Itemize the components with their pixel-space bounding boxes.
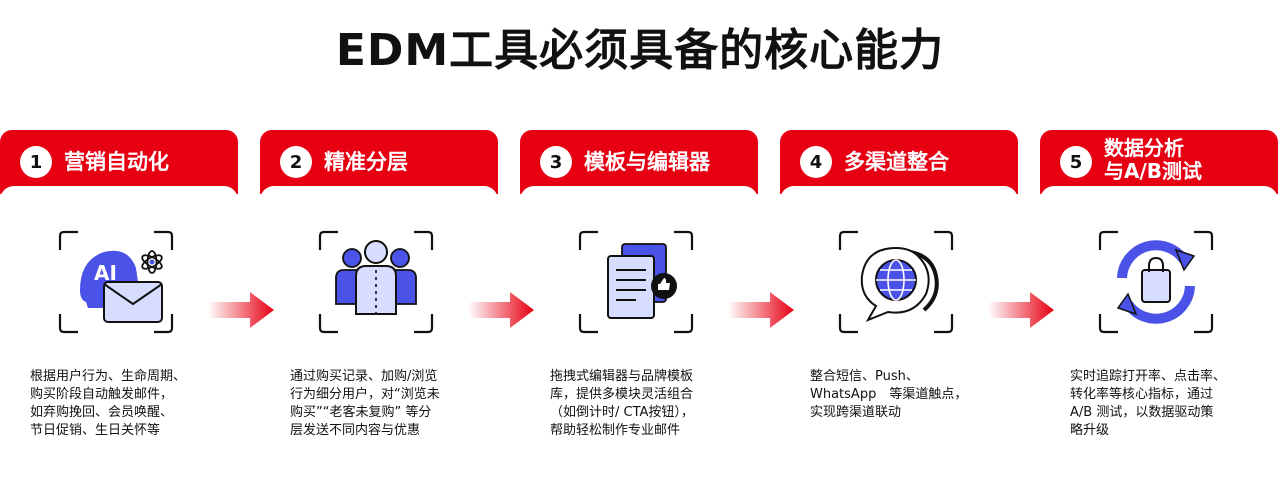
svg-text:AI: AI: [94, 261, 117, 285]
card-description: 整合短信、Push、 WhatsApp 等渠道触点， 实现跨渠道联动: [810, 369, 968, 420]
card-header: 1 营销自动化: [0, 130, 238, 202]
card-description: 通过购买记录、加购/浏览 行为细分用户，对“浏览未 购买”“老客未复购” 等分 …: [290, 369, 440, 438]
card-multichannel-integration: 4 多渠道整合 整合短信、Push、 WhatsApp 等渠道触点， 实现跨渠道…: [780, 130, 1018, 420]
card-header: 3 模板与编辑器: [520, 130, 758, 202]
refresh-bag-icon: [1096, 230, 1216, 334]
card-description: 拖拽式编辑器与品牌模板 库，提供多模块灵活组合 （如倒计时/ CTA按钮）， 帮…: [550, 369, 694, 438]
card-title: 精准分层: [324, 150, 408, 174]
card-title: 模板与编辑器: [584, 150, 710, 174]
step-number: 1: [20, 146, 52, 178]
globe-chat-icon: [836, 230, 956, 334]
card-title: 营销自动化: [64, 150, 169, 174]
arrow-right-icon: [208, 290, 274, 330]
card-description: 实时追踪打开率、点击率、 转化率等核心指标，通过 A/B 测试，以数据驱动策 略…: [1070, 369, 1227, 438]
card-templates-editor: 3 模板与编辑器 拖拽式编辑器与品牌模板 库，提供多模块灵活组合 （如倒计时/ …: [520, 130, 758, 438]
card-header: 2 精准分层: [260, 130, 498, 202]
step-number: 4: [800, 146, 832, 178]
card-marketing-automation: 1 营销自动化 AI 根据用户行为、生命周期、 购买阶段自动触发邮件， 如弃购挽…: [0, 130, 238, 438]
arrow-right-icon: [988, 290, 1054, 330]
document-like-icon: [576, 230, 696, 334]
card-header: 5 数据分析 与A/B测试: [1040, 130, 1278, 202]
card-title: 多渠道整合: [844, 150, 949, 174]
ai-mail-icon: AI: [56, 230, 176, 334]
arrow-right-icon: [468, 290, 534, 330]
step-number: 3: [540, 146, 572, 178]
page-title: EDM工具必须具备的核心能力: [335, 25, 945, 76]
step-number: 2: [280, 146, 312, 178]
user-group-icon: [316, 230, 436, 334]
card-precise-segmentation: 2 精准分层 通过购买记录、加购/浏览 行为细分用户，对“浏览未 购买”“老客未…: [260, 130, 498, 438]
step-number: 5: [1060, 146, 1092, 178]
card-description: 根据用户行为、生命周期、 购买阶段自动触发邮件， 如弃购挽回、会员唤醒、 节日促…: [30, 369, 187, 438]
card-title: 数据分析 与A/B测试: [1104, 136, 1203, 183]
arrow-right-icon: [728, 290, 794, 330]
card-header: 4 多渠道整合: [780, 130, 1018, 202]
card-data-analysis-ab-testing: 5 数据分析 与A/B测试 实时追踪打开率、点击率、 转化率等核心指标，通过 A…: [1040, 130, 1278, 438]
